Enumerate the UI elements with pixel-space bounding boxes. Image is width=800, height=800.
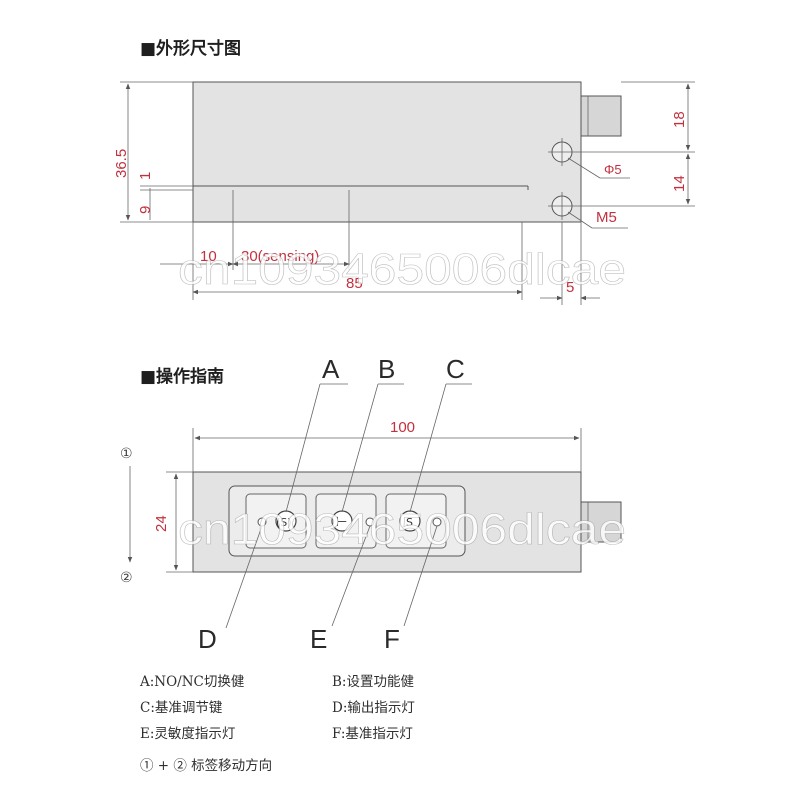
callout-a: A [322,354,340,384]
dim-14: 14 [671,175,688,192]
legend-d: D:输出指示灯 [332,700,415,716]
arrow-label-two: ② [120,570,133,586]
dim-100: 100 [390,419,415,436]
legend-a: A:NO/NC切换健 [139,674,244,690]
button-c[interactable] [385,493,447,549]
button-b-glyph: ⊢ [336,515,347,530]
button-a[interactable] [245,493,307,549]
dim-9: 9 [137,206,154,214]
section-title-dimensions: ■外形尺寸图 [140,38,241,59]
dim-85: 85 [346,275,363,292]
legend-f: F:基准指示灯 [332,725,413,742]
callout-b: B [378,354,395,384]
section-title-operation: ■操作指南 [140,366,224,387]
right-dimensions [567,81,695,229]
connector [580,95,622,137]
left-dimensions [120,81,193,223]
button-a-glyph: (S) [276,516,292,529]
watermark-bottom: cn1093465006dlcae [178,505,626,554]
callout-c: C [446,354,465,384]
arrow-label-one: ① [120,446,133,462]
dim-10: 10 [200,248,217,265]
dim-18: 18 [671,111,688,128]
label-direction-arrow [127,466,133,563]
dim-m5: M5 [596,209,617,226]
legend-note: ① + ② 标签移动方向 [140,757,272,774]
dim-100-lines [192,428,582,472]
callout-leaders [225,383,472,629]
dim-1: 1 [137,172,154,180]
bottom-dimensions [160,190,600,305]
button-c-glyph: S [406,516,413,529]
dim-24-lines [166,471,193,573]
legend: A:NO/NC切换健 B:设置功能健 C:基准调节键 D:输出指示灯 E:灵敏度… [139,674,415,774]
dim-5: 5 [566,279,574,296]
dim-24: 24 [153,515,170,532]
dim-30-sensing: 30(sensing) [241,248,319,265]
callout-f: F [384,624,400,654]
legend-e: E:灵敏度指示灯 [140,726,235,742]
dim-phi5: Φ5 [604,162,622,177]
sensor-side-view [192,81,622,223]
callout-d: D [198,624,217,654]
legend-b: B:设置功能健 [332,674,414,690]
dim-36-5: 36.5 [113,149,130,178]
legend-c: C:基准调节键 [140,699,223,716]
watermark-top: cn1093465006dlcae [178,245,626,294]
callout-e: E [310,624,327,654]
